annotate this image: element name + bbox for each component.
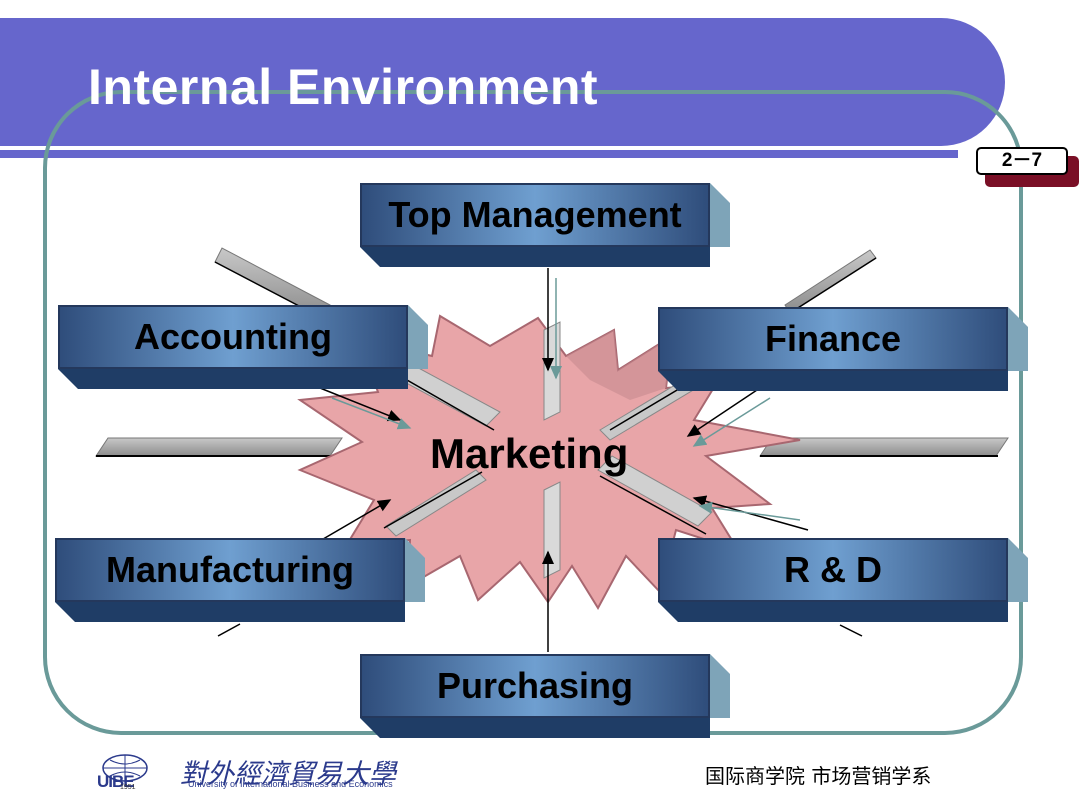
label-manufacturing: Manufacturing: [106, 549, 354, 590]
box-rd: R & D: [658, 538, 1008, 602]
blade-lower-left: [385, 469, 487, 537]
label-top-management: Top Management: [388, 194, 682, 235]
university-name-en: University of International Business and…: [188, 779, 393, 789]
center-marketing-label: Marketing: [430, 430, 629, 477]
title-banner: [0, 18, 1005, 146]
box-top-management: Top Management: [360, 183, 710, 247]
label-finance: Finance: [764, 318, 902, 359]
university-name-cn: 對外經濟貿易大學: [180, 759, 396, 790]
page-number: 2－7: [976, 147, 1068, 175]
box-accounting: Accounting: [58, 305, 408, 369]
logo-year: 1951: [120, 784, 136, 791]
box-purchasing: Purchasing: [360, 654, 710, 718]
label-rd: R & D: [784, 549, 882, 590]
slide-title: Internal Environment: [88, 59, 599, 115]
label-accounting: Accounting: [134, 316, 332, 357]
plane-left: [95, 437, 343, 457]
plane-upper-right: [784, 249, 877, 314]
blade-top: [543, 321, 561, 421]
blade-bottom: [543, 481, 561, 579]
logo-text: UIBE: [97, 772, 135, 791]
university-logo-icon: [102, 754, 148, 782]
label-purchasing: Purchasing: [436, 665, 634, 706]
title-underline: [0, 150, 958, 158]
box-finance: Finance: [658, 307, 1008, 371]
department-name-cn: 国际商学院 市场营销学系: [705, 764, 932, 788]
box-manufacturing: Manufacturing: [55, 538, 405, 602]
